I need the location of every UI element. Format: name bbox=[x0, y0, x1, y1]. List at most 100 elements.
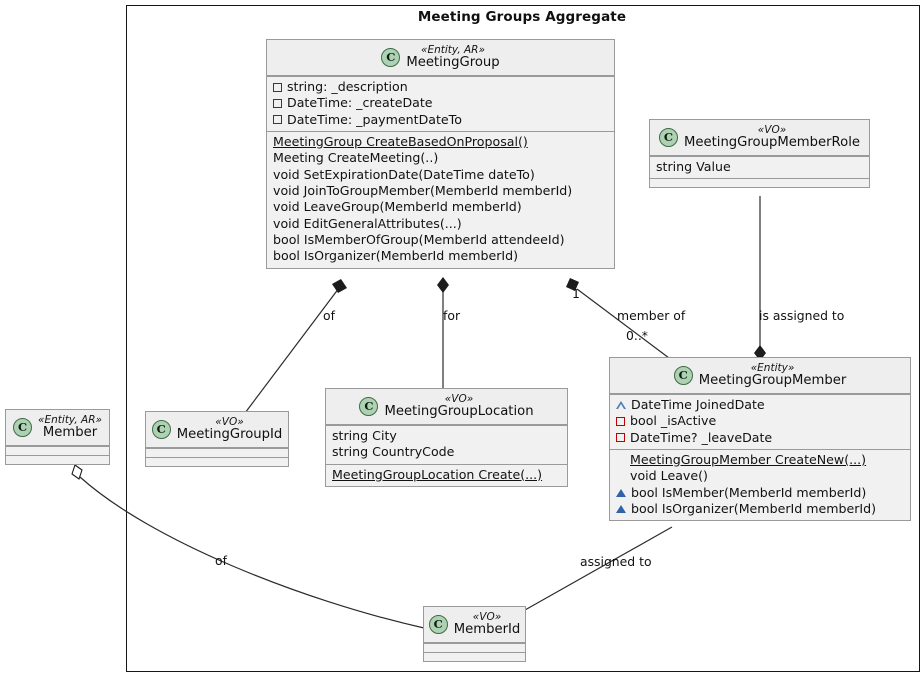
class-header: C «VO» MeetingGroupId bbox=[146, 412, 288, 448]
edge-label-of-groupid: of bbox=[323, 308, 335, 323]
method-label: void SetExpirationDate(DateTime dateTo) bbox=[273, 166, 535, 182]
class-header: C «Entity, AR» MeetingGroup bbox=[267, 40, 614, 76]
class-name: MeetingGroup bbox=[406, 55, 500, 71]
class-member-id[interactable]: C «VO» MemberId bbox=[423, 606, 526, 662]
spacer-icon bbox=[616, 456, 625, 465]
attribute-row: string City bbox=[332, 428, 561, 444]
attribute-row: bool _isActive bbox=[616, 413, 904, 429]
attributes-section: string City string CountryCode bbox=[326, 424, 567, 464]
method-label: void EditGeneralAttributes(...) bbox=[273, 215, 462, 231]
edge-label-mult-one: 1 bbox=[572, 286, 580, 301]
method-label: MeetingGroupMember CreateNew(...) bbox=[630, 451, 867, 467]
class-stereotype: «VO» bbox=[757, 124, 787, 136]
class-meeting-group[interactable]: C «Entity, AR» MeetingGroup string: _des… bbox=[266, 39, 615, 269]
attributes-section bbox=[146, 447, 288, 457]
private-marker-icon bbox=[273, 82, 282, 92]
diagram-title: Meeting Groups Aggregate bbox=[417, 9, 627, 25]
edge-label-for: for bbox=[443, 308, 461, 323]
method-label: bool IsOrganizer(MemberId memberId) bbox=[273, 248, 519, 264]
class-meeting-group-member-role[interactable]: C «VO» MeetingGroupMemberRole string Val… bbox=[649, 119, 870, 189]
attribute-row: DateTime JoinedDate bbox=[616, 397, 904, 413]
method-label: bool IsMember(MemberId memberId) bbox=[631, 484, 867, 500]
class-circle-icon: C bbox=[359, 396, 379, 416]
attribute-row: DateTime: _createDate bbox=[273, 95, 608, 111]
attributes-section bbox=[6, 445, 109, 455]
edge-label-member-of: member of bbox=[617, 308, 686, 323]
class-meeting-group-member[interactable]: C «Entity» MeetingGroupMember DateTime J… bbox=[609, 357, 911, 522]
class-circle-icon: C bbox=[381, 47, 401, 67]
method-row: void Leave() bbox=[616, 468, 904, 484]
attribute-row: DateTime: _paymentDateTo bbox=[273, 112, 608, 128]
methods-section: MeetingGroupLocation Create(...) bbox=[326, 463, 567, 486]
method-row: bool IsOrganizer(MemberId memberId) bbox=[616, 501, 904, 517]
class-circle-icon: C bbox=[13, 417, 33, 437]
attribute-label: DateTime? _leaveDate bbox=[630, 429, 773, 445]
attribute-row: string Value bbox=[656, 159, 863, 175]
method-row: bool IsMemberOfGroup(MemberId attendeeId… bbox=[273, 232, 608, 248]
method-row: Meeting CreateMeeting(..) bbox=[273, 150, 608, 166]
attribute-label: DateTime JoinedDate bbox=[631, 396, 765, 412]
edge-label-mult-many: 0..* bbox=[626, 328, 648, 343]
attributes-section: string: _description DateTime: _createDa… bbox=[267, 75, 614, 131]
attribute-row: DateTime? _leaveDate bbox=[616, 430, 904, 446]
class-name: MeetingGroupMemberRole bbox=[684, 135, 860, 151]
protected-filled-marker-icon bbox=[616, 505, 626, 514]
package-frame bbox=[126, 5, 920, 672]
method-label: Meeting CreateMeeting(..) bbox=[273, 150, 439, 166]
method-row: void LeaveGroup(MemberId memberId) bbox=[273, 199, 608, 215]
class-stereotype: «Entity, AR» bbox=[421, 44, 485, 56]
private-marker-icon bbox=[616, 416, 625, 426]
methods-section bbox=[424, 651, 525, 661]
protected-filled-marker-icon bbox=[616, 488, 626, 497]
class-name: MeetingGroupMember bbox=[698, 373, 847, 389]
edge-label-of-memberid: of bbox=[215, 553, 227, 568]
method-label: void Leave() bbox=[630, 468, 708, 484]
method-row: bool IsMember(MemberId memberId) bbox=[616, 485, 904, 501]
method-row: MeetingGroupLocation Create(...) bbox=[332, 467, 561, 483]
method-label: void LeaveGroup(MemberId memberId) bbox=[273, 199, 522, 215]
class-name: MeetingGroupId bbox=[176, 427, 283, 443]
methods-section bbox=[6, 454, 109, 464]
private-marker-icon bbox=[616, 433, 625, 443]
class-name: Member bbox=[42, 425, 98, 441]
class-stereotype: «Entity, AR» bbox=[38, 414, 102, 426]
attribute-label: DateTime: _paymentDateTo bbox=[287, 111, 462, 127]
class-header: C «Entity» MeetingGroupMember bbox=[610, 358, 910, 394]
method-label: void JoinToGroupMember(MemberId memberId… bbox=[273, 183, 573, 199]
class-stereotype: «VO» bbox=[444, 393, 474, 405]
methods-section bbox=[650, 178, 869, 188]
class-member[interactable]: C «Entity, AR» Member bbox=[5, 409, 110, 465]
attribute-label: string CountryCode bbox=[332, 444, 455, 460]
attributes-section: DateTime JoinedDate bool _isActive DateT… bbox=[610, 393, 910, 449]
method-row: void EditGeneralAttributes(...) bbox=[273, 216, 608, 232]
edge-label-is-assigned-to: is assigned to bbox=[759, 308, 845, 323]
class-header: C «VO» MeetingGroupLocation bbox=[326, 389, 567, 425]
class-name: MeetingGroupLocation bbox=[384, 404, 534, 420]
class-meeting-group-id[interactable]: C «VO» MeetingGroupId bbox=[145, 411, 289, 467]
attribute-label: string City bbox=[332, 427, 397, 443]
attributes-section bbox=[424, 642, 525, 652]
methods-section: MeetingGroupMember CreateNew(...) void L… bbox=[610, 448, 910, 521]
class-header: C «VO» MemberId bbox=[424, 607, 525, 643]
class-header: C «VO» MeetingGroupMemberRole bbox=[650, 120, 869, 156]
class-meeting-group-location[interactable]: C «VO» MeetingGroupLocation string City … bbox=[325, 388, 568, 487]
method-row: void JoinToGroupMember(MemberId memberId… bbox=[273, 183, 608, 199]
class-circle-icon: C bbox=[659, 127, 678, 147]
class-name: MemberId bbox=[453, 622, 521, 638]
method-label: bool IsOrganizer(MemberId memberId) bbox=[631, 501, 877, 517]
class-circle-icon: C bbox=[428, 614, 448, 634]
class-circle-icon: C bbox=[151, 419, 171, 439]
private-marker-icon bbox=[273, 98, 282, 108]
attribute-label: string Value bbox=[656, 158, 731, 174]
attribute-label: DateTime: _createDate bbox=[287, 95, 433, 111]
method-row: MeetingGroup CreateBasedOnProposal() bbox=[273, 134, 608, 150]
class-stereotype: «VO» bbox=[472, 611, 502, 623]
method-label: bool IsMemberOfGroup(MemberId attendeeId… bbox=[273, 232, 565, 248]
edge-label-assigned-to: assigned to bbox=[580, 554, 652, 569]
methods-section bbox=[146, 456, 288, 466]
attribute-label: bool _isActive bbox=[630, 413, 717, 429]
method-label: MeetingGroup CreateBasedOnProposal() bbox=[273, 133, 528, 149]
class-stereotype: «Entity» bbox=[750, 362, 795, 374]
method-row: bool IsOrganizer(MemberId memberId) bbox=[273, 248, 608, 264]
